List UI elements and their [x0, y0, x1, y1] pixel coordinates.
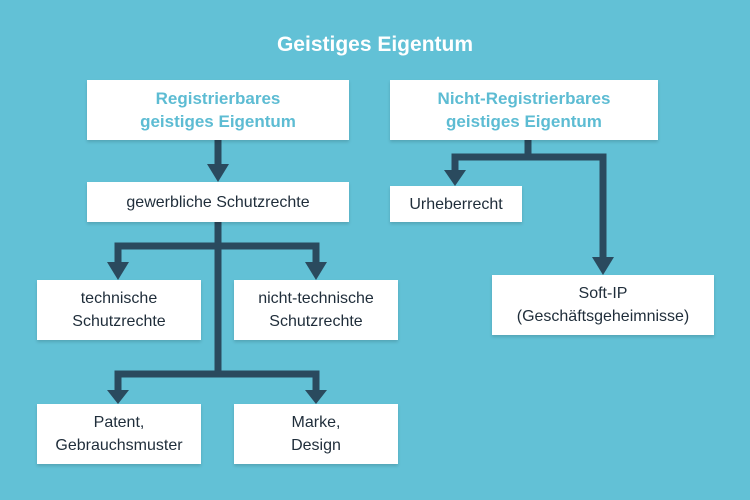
node-non-technical-rights-label: nicht-technische Schutzrechte	[258, 287, 374, 333]
node-non-registered-ip-label: Nicht-Registrierbares geistiges Eigentum	[438, 87, 611, 133]
node-commercial-rights: gewerbliche Schutzrechte	[87, 182, 349, 222]
node-patent: Patent, Gebrauchsmuster	[37, 404, 201, 464]
node-commercial-rights-label: gewerbliche Schutzrechte	[126, 191, 309, 214]
node-soft-ip-label: Soft-IP (Geschäftsgeheimnisse)	[517, 282, 690, 328]
arrowhead-commercial	[207, 164, 229, 182]
node-technical-rights: technische Schutzrechte	[37, 280, 201, 340]
node-trademark-label: Marke, Design	[291, 411, 341, 457]
arrowhead-technical	[107, 262, 129, 280]
arrow-non-registered-to-copyright	[455, 140, 528, 170]
node-non-registered-ip: Nicht-Registrierbares geistiges Eigentum	[390, 80, 658, 140]
arrowhead-patent	[107, 390, 129, 404]
node-trademark: Marke, Design	[234, 404, 398, 464]
node-technical-rights-label: technische Schutzrechte	[72, 287, 165, 333]
node-copyright: Urheberrecht	[390, 186, 522, 222]
arrow-non-registered-to-soft-ip	[528, 157, 603, 257]
arrow-commercial-to-non-technical	[218, 246, 316, 262]
node-copyright-label: Urheberrecht	[409, 193, 502, 216]
node-non-technical-rights: nicht-technische Schutzrechte	[234, 280, 398, 340]
node-soft-ip: Soft-IP (Geschäftsgeheimnisse)	[492, 275, 714, 335]
arrow-commercial-to-technical	[118, 222, 218, 262]
node-registered-ip-label: Registrierbares geistiges Eigentum	[140, 87, 296, 133]
arrow-commercial-to-trademark	[218, 374, 316, 390]
arrowhead-copyright	[444, 170, 466, 186]
arrowhead-trademark	[305, 390, 327, 404]
node-registered-ip: Registrierbares geistiges Eigentum	[87, 80, 349, 140]
arrowhead-non-technical	[305, 262, 327, 280]
arrowhead-soft-ip	[592, 257, 614, 275]
node-patent-label: Patent, Gebrauchsmuster	[55, 411, 182, 457]
